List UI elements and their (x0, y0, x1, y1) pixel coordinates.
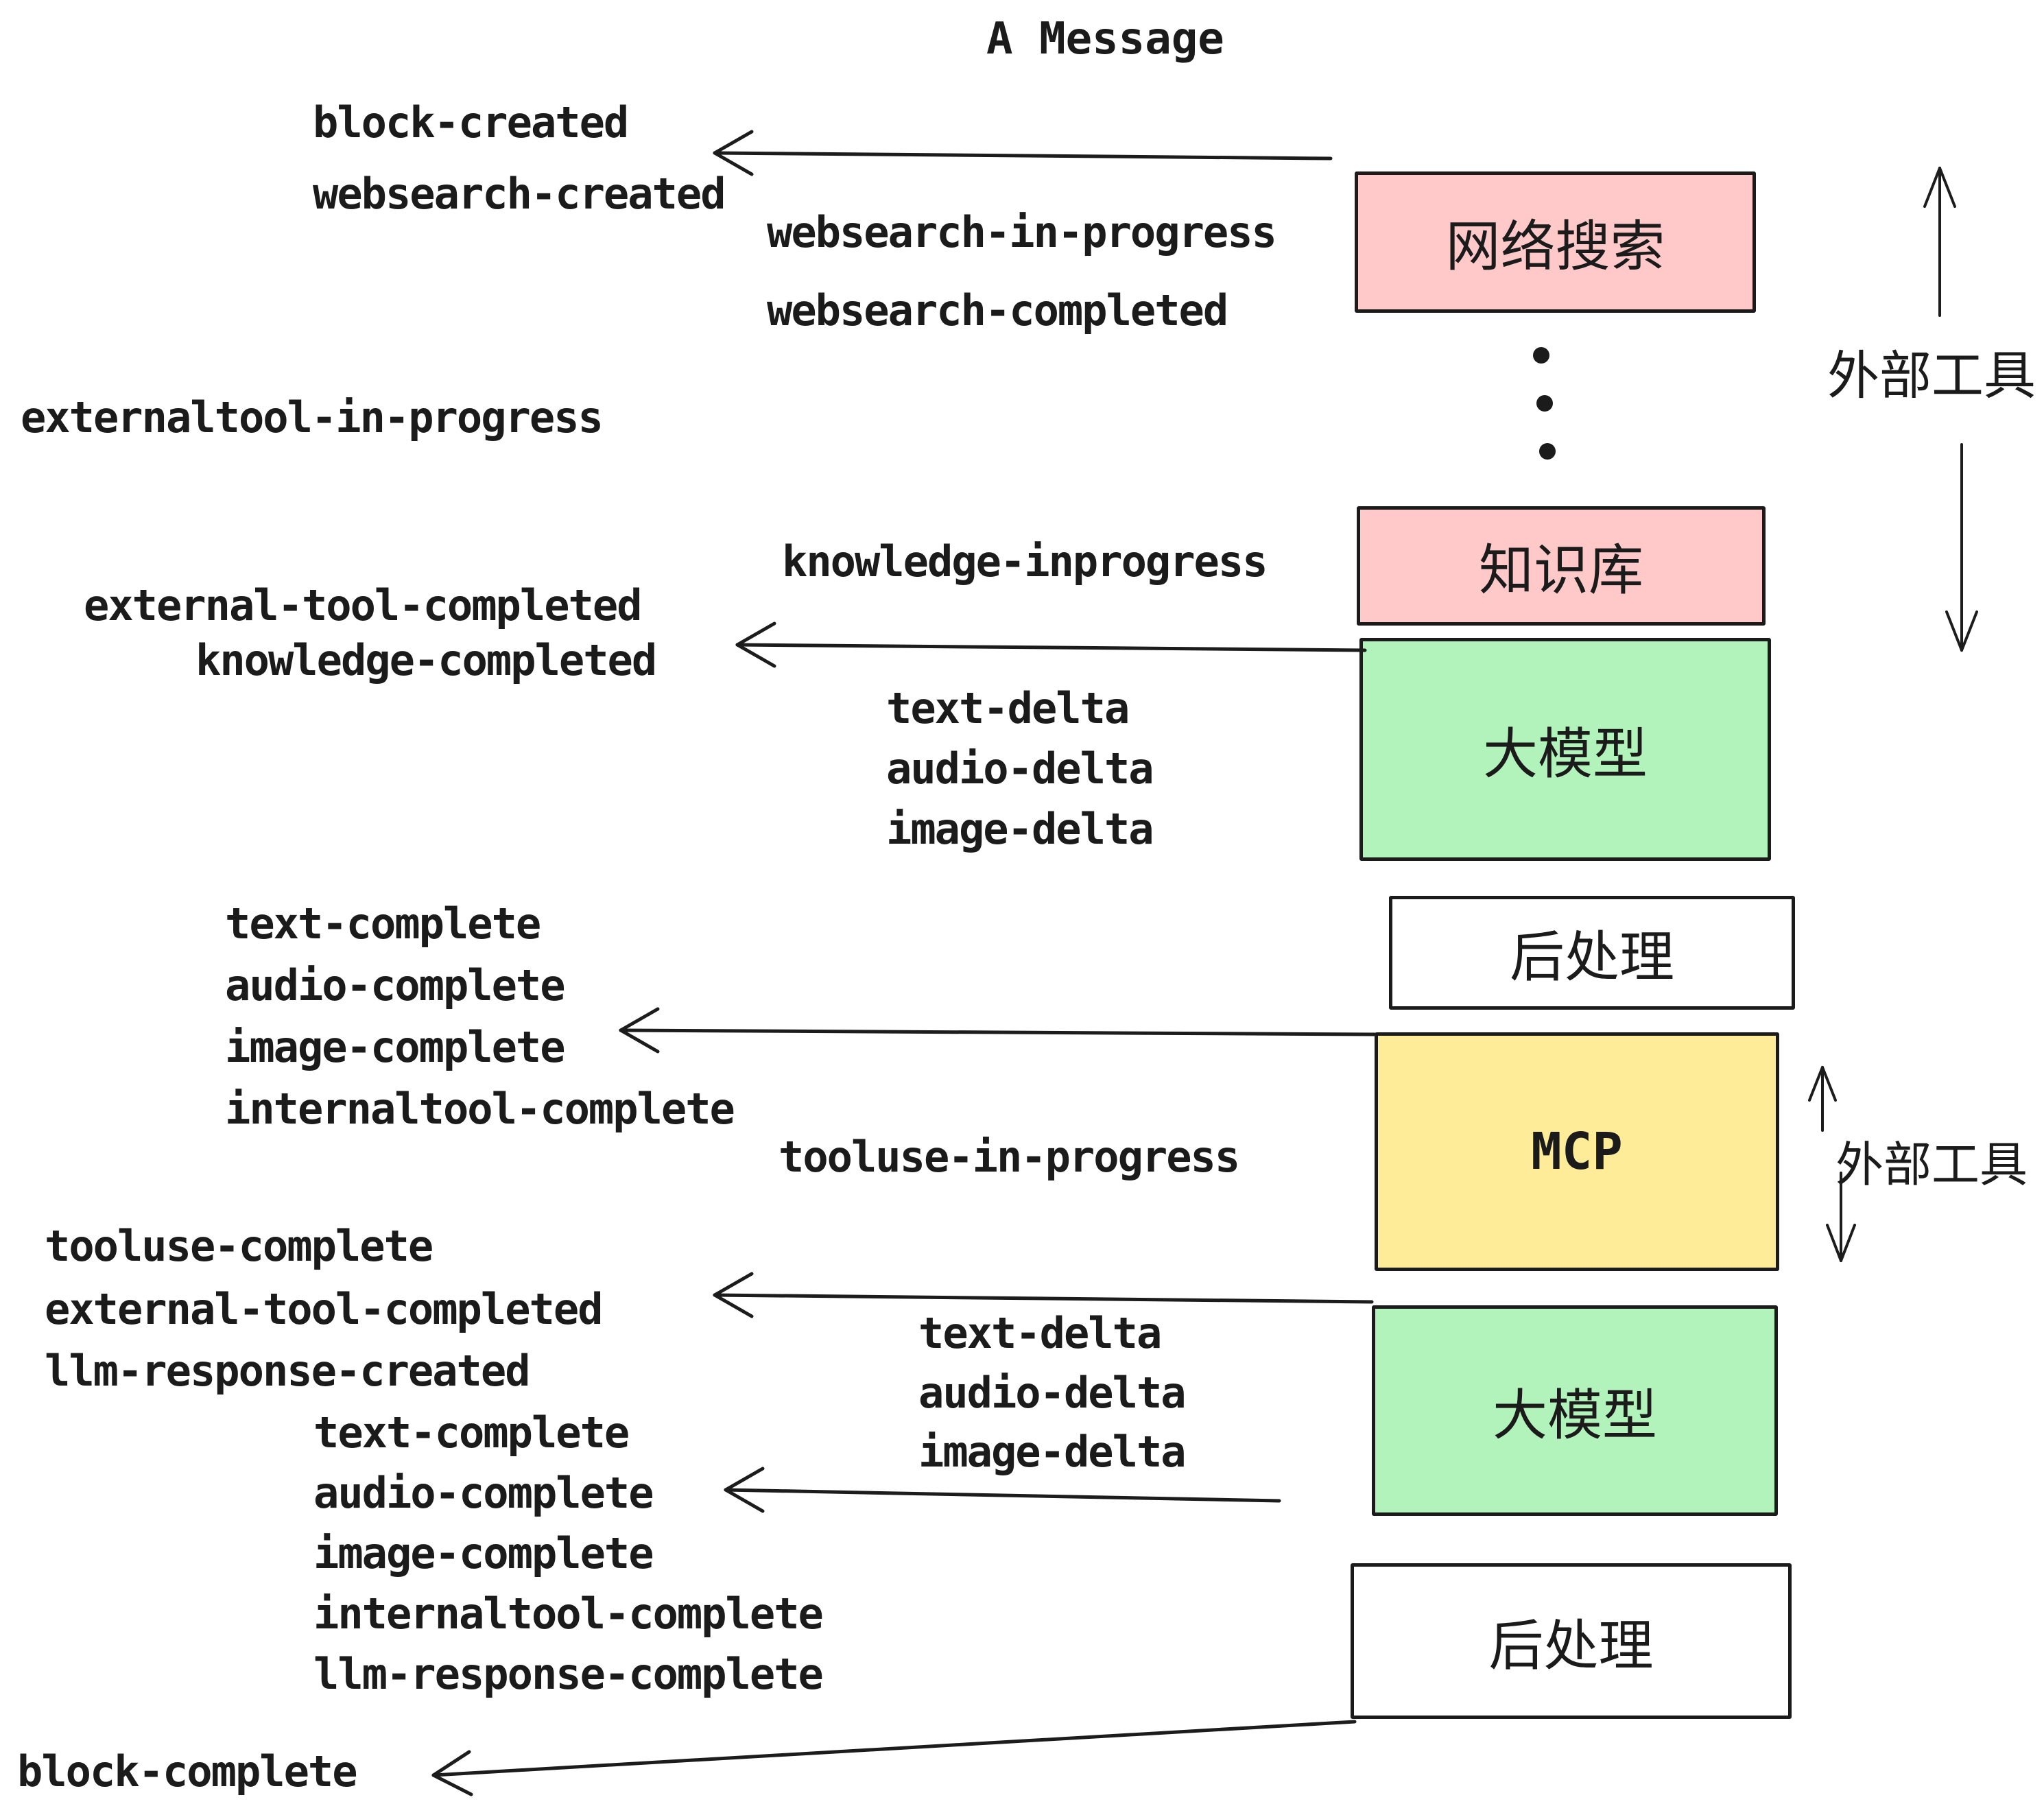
external-tools-down-arrow-icon (1945, 443, 1978, 652)
event-text-complete: text-complete (225, 899, 541, 949)
event-image-delta: image-delta (886, 804, 1154, 854)
arrow-to-block-complete-icon (431, 1720, 1357, 1796)
box-mcp: MCP (1375, 1032, 1779, 1271)
external-tools-mid-up-arrow-icon (1808, 1066, 1837, 1132)
box-knowledge: 知识库 (1357, 506, 1766, 626)
event-audio-complete-2: audio-complete (313, 1468, 654, 1518)
event-external-tool-completed: external-tool-completed (84, 580, 643, 630)
event-websearch-created: websearch-created (313, 169, 726, 219)
arrow-to-websearch-created-icon (713, 130, 1333, 176)
event-text-delta-2: text-delta (918, 1308, 1162, 1358)
event-tooluse-complete: tooluse-complete (45, 1221, 433, 1271)
event-block-complete: block-complete (17, 1746, 358, 1796)
diagram-title: A Message (986, 14, 1224, 64)
arrow-to-knowledge-completed-icon (735, 621, 1367, 668)
event-websearch-completed: websearch-completed (767, 285, 1228, 335)
box-llm-2-label: 大模型 (1493, 1384, 1657, 1446)
event-knowledge-inprogress: knowledge-inprogress (782, 536, 1268, 586)
ellipsis-dots-icon (1533, 347, 1556, 460)
event-audio-complete: audio-complete (225, 960, 566, 1010)
box-llm-1-label: 大模型 (1483, 723, 1648, 785)
event-knowledge-completed: knowledge-completed (195, 635, 657, 685)
event-text-delta: text-delta (886, 683, 1130, 733)
event-audio-delta-2: audio-delta (918, 1368, 1187, 1418)
event-audio-delta: audio-delta (886, 744, 1154, 794)
event-llm-response-created: llm-response-created (45, 1346, 531, 1396)
event-externaltool-in-progress: externaltool-in-progress (21, 392, 604, 442)
event-image-complete-2: image-complete (313, 1528, 654, 1578)
event-image-delta-2: image-delta (918, 1427, 1187, 1477)
arrow-to-image-complete-icon (619, 1007, 1377, 1054)
box-postprocess-1: 后处理 (1389, 896, 1795, 1010)
external-tools-label-top: 外部工具 (1827, 347, 2036, 405)
box-postprocess-2: 后处理 (1351, 1563, 1792, 1719)
event-tooluse-in-progress: tooluse-in-progress (779, 1132, 1240, 1182)
box-llm-1: 大模型 (1359, 638, 1771, 861)
box-llm-2: 大模型 (1372, 1305, 1778, 1516)
external-tools-label-mid: 外部工具 (1835, 1138, 2028, 1191)
event-internaltool-complete: internaltool-complete (225, 1084, 735, 1134)
event-websearch-in-progress: websearch-in-progress (767, 207, 1277, 257)
event-llm-response-complete: llm-response-complete (313, 1649, 824, 1699)
event-text-complete-2: text-complete (313, 1408, 630, 1458)
event-image-complete: image-complete (225, 1022, 566, 1072)
box-websearch-label: 网络搜索 (1445, 216, 1665, 277)
box-mcp-label: MCP (1531, 1122, 1623, 1181)
event-internaltool-complete-2: internaltool-complete (313, 1589, 824, 1639)
external-tools-up-arrow-icon (1923, 167, 1956, 317)
box-postprocess-2-label: 后处理 (1488, 1615, 1654, 1676)
box-websearch: 网络搜索 (1355, 171, 1756, 313)
event-external-tool-completed-2: external-tool-completed (45, 1284, 604, 1334)
event-block-created: block-created (313, 97, 629, 147)
box-knowledge-label: 知识库 (1479, 540, 1643, 601)
box-postprocess-1-label: 后处理 (1510, 927, 1674, 988)
